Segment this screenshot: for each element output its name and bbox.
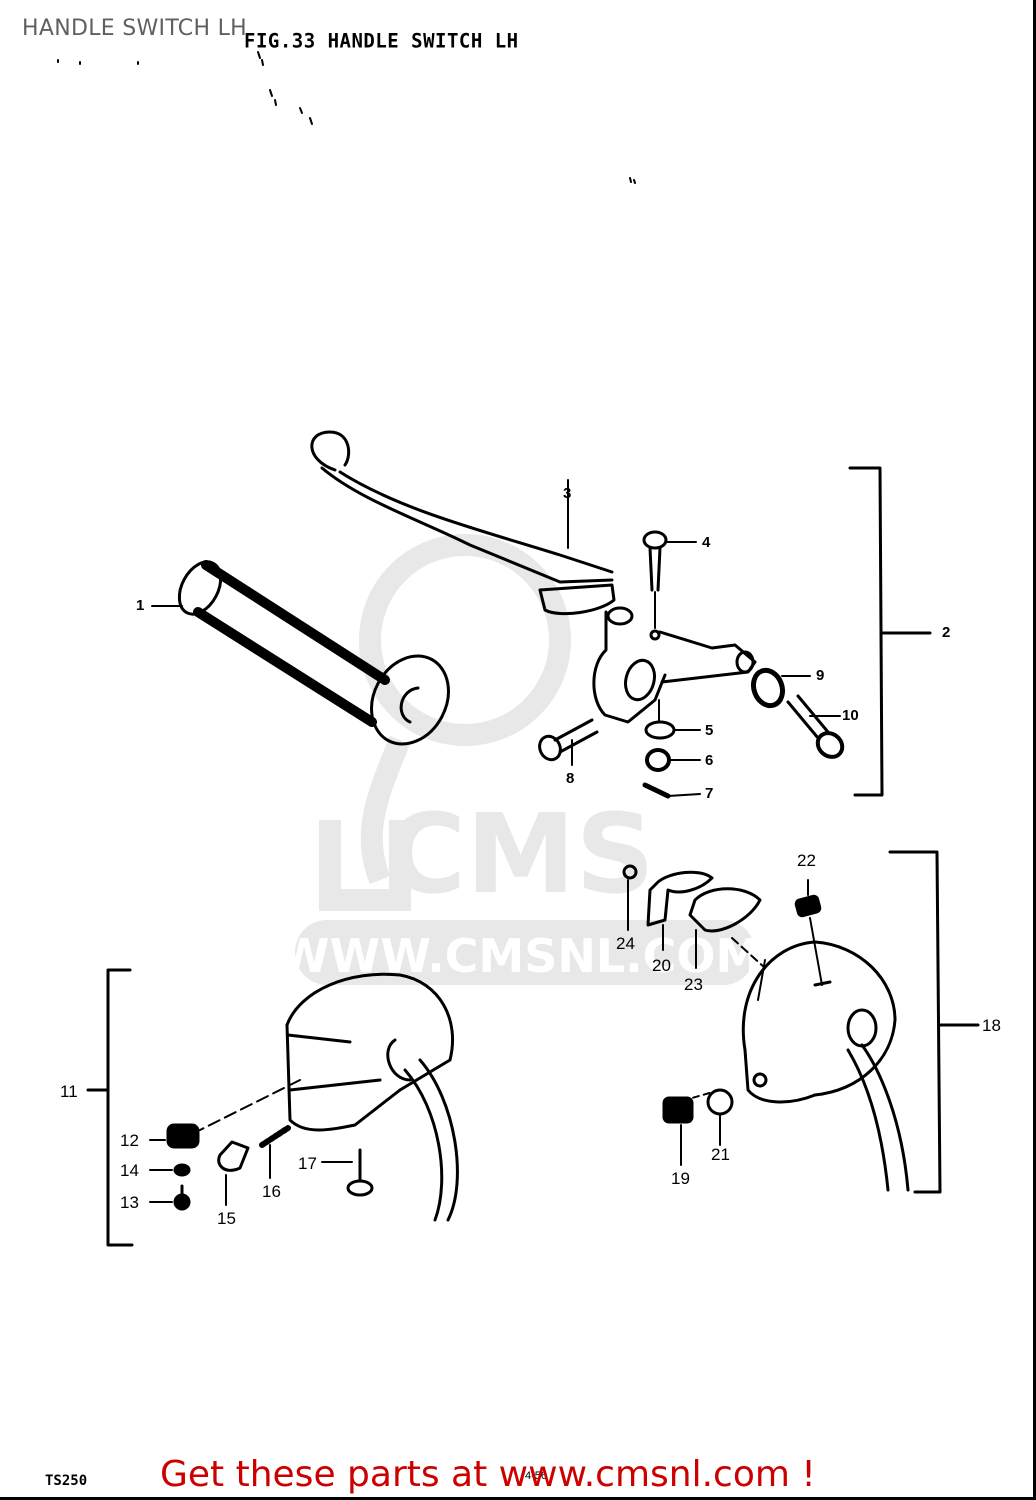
screw-part-13 <box>149 1184 191 1211</box>
callout-7: 7 <box>705 785 714 802</box>
callout-19: 19 <box>671 1169 690 1188</box>
callout-9: 9 <box>816 667 825 684</box>
callout-10: 10 <box>842 707 859 724</box>
callout-1: 1 <box>136 597 145 614</box>
callout-2: 2 <box>942 624 951 641</box>
callout-4: 4 <box>702 534 711 551</box>
watermark-url-bar <box>295 920 755 985</box>
callout-12: 12 <box>120 1131 139 1150</box>
knob-part-12 <box>149 1123 200 1149</box>
holder-part-2 <box>592 606 757 724</box>
watermark-url: WWW.CMSNL.COM <box>279 929 762 983</box>
bracket-group-2 <box>848 466 932 797</box>
page-title: HANDLE SWITCH LH <box>22 16 247 41</box>
watermark-mascot-body <box>360 735 411 885</box>
bolt-part-4 <box>642 530 697 629</box>
watermark-mascot-head <box>359 534 571 746</box>
callout-21: 21 <box>711 1145 730 1164</box>
callout-8: 8 <box>566 770 575 787</box>
bottom-border <box>0 1497 1036 1500</box>
callout-17: 17 <box>298 1154 317 1173</box>
callout-14: 14 <box>120 1161 139 1180</box>
button-part-19 <box>662 1096 694 1166</box>
cap-part-21 <box>706 1088 734 1146</box>
pin-part-7 <box>642 782 701 799</box>
nut-part-6 <box>645 748 701 772</box>
plate-part-20 <box>646 870 714 951</box>
grip-part-1 <box>151 560 450 746</box>
washer-part-5 <box>644 699 701 740</box>
callout-13: 13 <box>120 1193 139 1212</box>
screw-part-24 <box>622 864 638 931</box>
callout-5: 5 <box>705 722 714 739</box>
contact-part-15 <box>217 1140 250 1206</box>
switch-housing-part-11 <box>199 972 459 1222</box>
scan-noise <box>57 51 636 184</box>
switch-housing-part-18 <box>684 940 910 1192</box>
callout-23: 23 <box>684 975 703 994</box>
right-border <box>1033 0 1036 1500</box>
callout-11: 11 <box>60 1082 78 1101</box>
bracket-group-18 <box>888 850 980 1194</box>
callout-15: 15 <box>217 1209 236 1228</box>
washer-part-14 <box>149 1163 191 1177</box>
washer-part-9 <box>750 667 811 709</box>
callout-6: 6 <box>705 752 714 769</box>
spring-part-16 <box>259 1125 291 1179</box>
model-code: TS250 <box>45 1473 88 1489</box>
lever-part-3 <box>310 430 616 616</box>
callout-20: 20 <box>652 956 671 975</box>
bolt-part-8 <box>538 718 599 766</box>
callout-22: 22 <box>797 851 816 870</box>
page-number: 4-56 <box>525 1470 548 1482</box>
callout-16: 16 <box>262 1182 281 1201</box>
watermark-brand: CMS <box>385 790 654 918</box>
bracket-group-11 <box>86 968 134 1247</box>
callout-18: 18 <box>982 1016 1001 1035</box>
base-part-23 <box>688 887 766 969</box>
figure-title: FIG.33 HANDLE SWITCH LH <box>244 29 519 53</box>
callout-24: 24 <box>616 934 635 953</box>
bolt-part-10 <box>786 694 845 759</box>
knob-part-22 <box>794 879 823 986</box>
promo-link[interactable]: Get these parts at www.cmsnl.com ! <box>160 1454 816 1495</box>
callout-3: 3 <box>563 485 572 502</box>
